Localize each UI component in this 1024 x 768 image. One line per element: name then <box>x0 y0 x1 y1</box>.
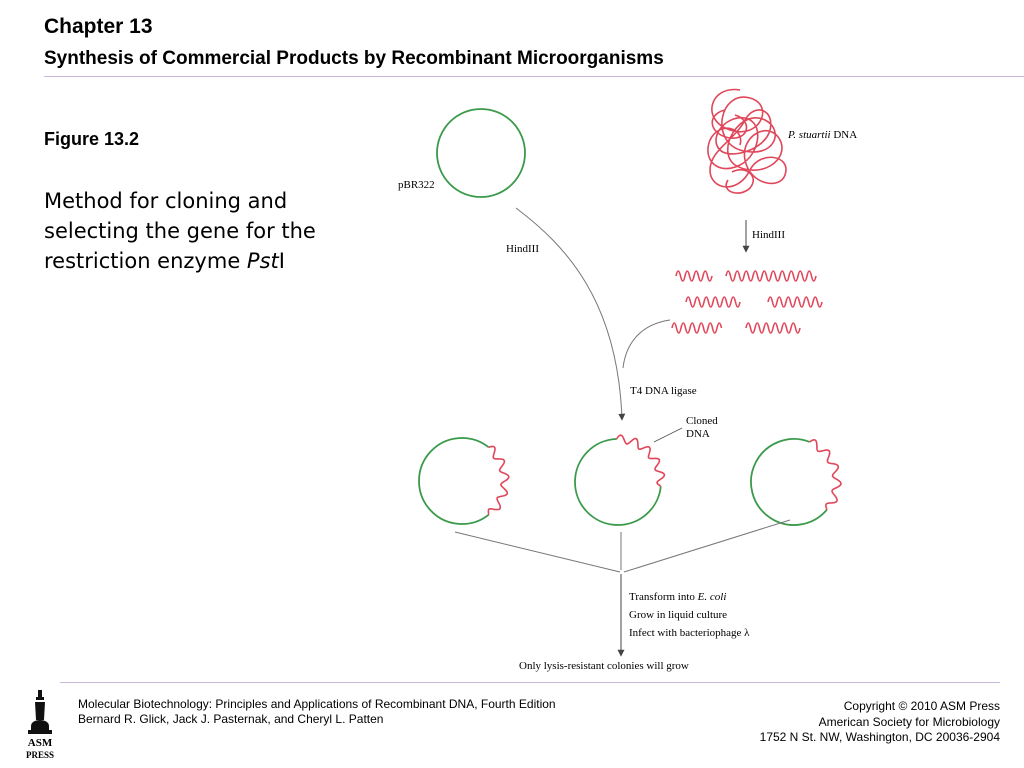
step-transform: Transform into E. coli <box>629 591 726 603</box>
dna-fragment <box>671 322 723 334</box>
recombinant-plasmids <box>418 434 842 526</box>
footer-citation: Molecular Biotechnology: Principles and … <box>78 697 556 727</box>
step-transform-italic: E. coli <box>697 591 727 603</box>
footer-authors: Bernard R. Glick, Jack J. Pasternak, and… <box>78 712 384 726</box>
converge-line-right <box>623 519 791 573</box>
pbr322-label: pBR322 <box>398 179 435 191</box>
recombinant-plasmid-backbone <box>750 438 828 526</box>
caption-enzyme-suffix: I <box>278 249 285 273</box>
cloned-dna-insert <box>487 445 510 515</box>
dna-fragment <box>725 270 817 282</box>
step-infect: Infect with bacteriophage λ <box>629 627 750 639</box>
figure-label: Figure 13.2 <box>44 129 140 149</box>
figure-caption: Method for cloning and selecting the gen… <box>44 186 344 276</box>
dna-fragment <box>685 296 741 308</box>
footer-publisher: American Society for Microbiology <box>818 714 1000 729</box>
hindiii-left-arrow <box>515 207 626 421</box>
t4-ligase-label: T4 DNA ligase <box>630 385 697 397</box>
cloned-dna-label-line2: DNA <box>686 428 710 440</box>
chapter-subtitle: Synthesis of Commercial Products by Reco… <box>44 48 664 69</box>
dna-fragment <box>767 296 823 308</box>
converge-line-left <box>454 531 621 573</box>
donor-dna-suffix: DNA <box>831 129 858 141</box>
cloned-dna-insert <box>809 438 842 510</box>
fragments-merge-line <box>622 319 671 369</box>
recombinant-plasmid-backbone <box>574 438 662 526</box>
result-label: Only lysis-resistant colonies will grow <box>519 660 689 672</box>
donor-dna-label: P. stuartii DNA <box>787 129 857 141</box>
recombinant-plasmid-backbone <box>418 437 490 525</box>
hindiii-left-label: HindIII <box>506 243 539 255</box>
pbr322-plasmid <box>436 108 526 198</box>
chapter-title: Chapter 13 <box>44 15 153 38</box>
dna-fragment <box>675 270 713 282</box>
caption-enzyme-italic: Pst <box>246 249 279 273</box>
cloned-dna-pointer <box>653 427 683 443</box>
logo-text-asm: ASM <box>28 737 53 749</box>
dna-fragment <box>745 322 801 334</box>
caption-text: Method for cloning and selecting the gen… <box>44 189 316 273</box>
donor-dna-italic: P. stuartii <box>787 129 831 141</box>
step-grow: Grow in liquid culture <box>629 609 727 621</box>
footer-copyright-line: Copyright © 2010 ASM Press <box>843 699 1000 713</box>
cloned-dna-label-line1: Cloned <box>686 415 718 427</box>
footer-divider <box>60 682 1000 683</box>
logo-text-press: PRESS <box>26 750 54 760</box>
footer-address: 1752 N St. NW, Washington, DC 20036-2904 <box>759 730 1000 744</box>
cloning-diagram: pBR322 P. stuartii DNA HindIII HindIII T… <box>398 88 857 672</box>
dna-fragments <box>671 270 823 334</box>
footer-book-title: Molecular Biotechnology: Principles and … <box>78 697 556 711</box>
cloned-dna-insert <box>616 434 666 487</box>
footer-copyright: Copyright © 2010 ASM Press American Soci… <box>760 699 1000 746</box>
header-divider <box>44 76 1024 77</box>
step-transform-text: Transform into <box>629 591 698 603</box>
hindiii-right-label: HindIII <box>752 229 785 241</box>
asm-press-logo: ASM PRESS <box>23 688 57 762</box>
donor-dna-tangle <box>707 88 787 194</box>
